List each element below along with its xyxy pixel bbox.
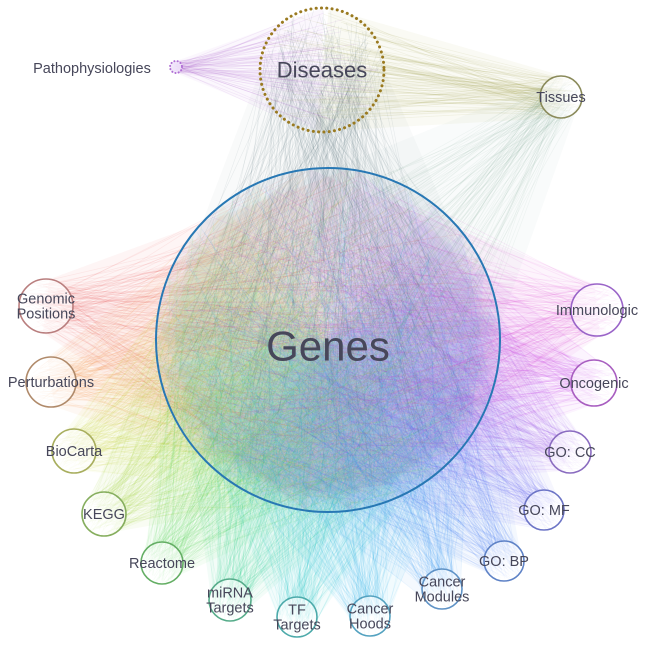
edge-wedge-biocarta-genes [65, 182, 397, 498]
edge-bundle-diseases-tissues [265, 12, 582, 121]
edge-wedge-cancer_modules-genes [171, 268, 485, 598]
node-reactome[interactable] [140, 541, 184, 585]
node-perturbations[interactable] [25, 356, 77, 408]
edge-wedge-diseases-pathophysiologies [175, 8, 324, 132]
label-tissues: Tissues [536, 90, 585, 106]
label-go_bp: GO: BP [479, 554, 529, 570]
edge-lines [20, 8, 623, 637]
node-go_mf[interactable] [523, 489, 565, 531]
node-kegg[interactable] [81, 491, 127, 537]
edge-bundle-genomic_positions-genes [20, 171, 496, 511]
label-kegg: KEGG [83, 507, 125, 523]
node-tf_targets[interactable] [276, 596, 318, 638]
node-genomic_positions[interactable] [18, 278, 74, 334]
edge-wedge-go_mf-genes [221, 204, 557, 526]
node-mirna_targets[interactable] [208, 578, 252, 622]
node-fill-genes [156, 168, 500, 512]
edge-wedge-mirna_targets-genes [167, 279, 489, 608]
edge-wedge-perturbations-genes [47, 169, 354, 511]
edge-bundle-go_cc-genes [161, 185, 590, 497]
edge-bundle-mirna_targets-genes [158, 168, 483, 621]
node-biocarta[interactable] [51, 428, 97, 474]
node-tissues[interactable] [539, 75, 583, 119]
node-cancer_hoods[interactable] [349, 595, 391, 637]
edge-wedge-oncogenic-genes [300, 170, 598, 510]
edge-bundle-biocarta-genes [52, 173, 498, 504]
edge-bundle-oncogenic-genes [171, 169, 616, 493]
label-reactome: Reactome [129, 556, 195, 572]
node-diseases[interactable] [258, 6, 386, 134]
edge-bundle-tf_targets-genes [170, 176, 499, 637]
node-fills-under [156, 168, 500, 512]
edge-bundle-immunologic-genes [163, 177, 623, 503]
edge-wedge-go_cc-genes [255, 183, 579, 497]
edge-wedge-genomic_positions-genes [42, 169, 349, 511]
node-pathophysiologies[interactable] [169, 60, 183, 74]
edge-wedge-tf_targets-genes [157, 320, 499, 620]
label-diseases: Diseases [277, 58, 367, 83]
label-go_cc: GO: CC [544, 445, 596, 461]
edge-wedge-cancer_hoods-genes [157, 314, 499, 620]
label-pathophysiologies: Pathophysiologies [33, 61, 151, 77]
nodes [18, 6, 624, 638]
edge-wedge-kegg-genes [90, 204, 434, 532]
node-labels: Genes Diseases PathophysiologiesTissuesGen… [8, 58, 638, 634]
edge-bundle-go_mf-genes [164, 179, 563, 530]
edge-bundle-tissues-genes [158, 76, 582, 493]
edge-wedge-immunologic-genes [308, 169, 600, 511]
edge-bundle-diseases-pathophysiologies [170, 12, 379, 126]
label-perturbations: Perturbations [8, 375, 94, 391]
label-immunologic: Immunologic [556, 303, 638, 319]
label-genes: Genes [266, 323, 390, 370]
edge-wedge-go_bp-genes [193, 232, 520, 574]
edge-wedge-reactome-genes [145, 237, 466, 576]
label-go_mf: GO: MF [518, 503, 570, 519]
node-immunologic[interactable] [570, 283, 624, 337]
label-biocarta: BioCarta [46, 444, 103, 460]
node-oncogenic[interactable] [570, 359, 618, 407]
label-oncogenic: Oncogenic [559, 376, 628, 392]
node-cancer_modules[interactable] [421, 568, 463, 610]
edge-wedges [42, 8, 600, 620]
node-genes[interactable] [155, 167, 501, 513]
node-go_bp[interactable] [483, 540, 525, 582]
node-go_cc[interactable] [548, 430, 592, 474]
edge-bundle-cancer_modules-genes [161, 177, 497, 608]
edge-bundle-go_bp-genes [158, 171, 524, 580]
edge-bundle-perturbations-genes [27, 174, 491, 500]
edge-bundle-kegg-genes [83, 179, 496, 536]
